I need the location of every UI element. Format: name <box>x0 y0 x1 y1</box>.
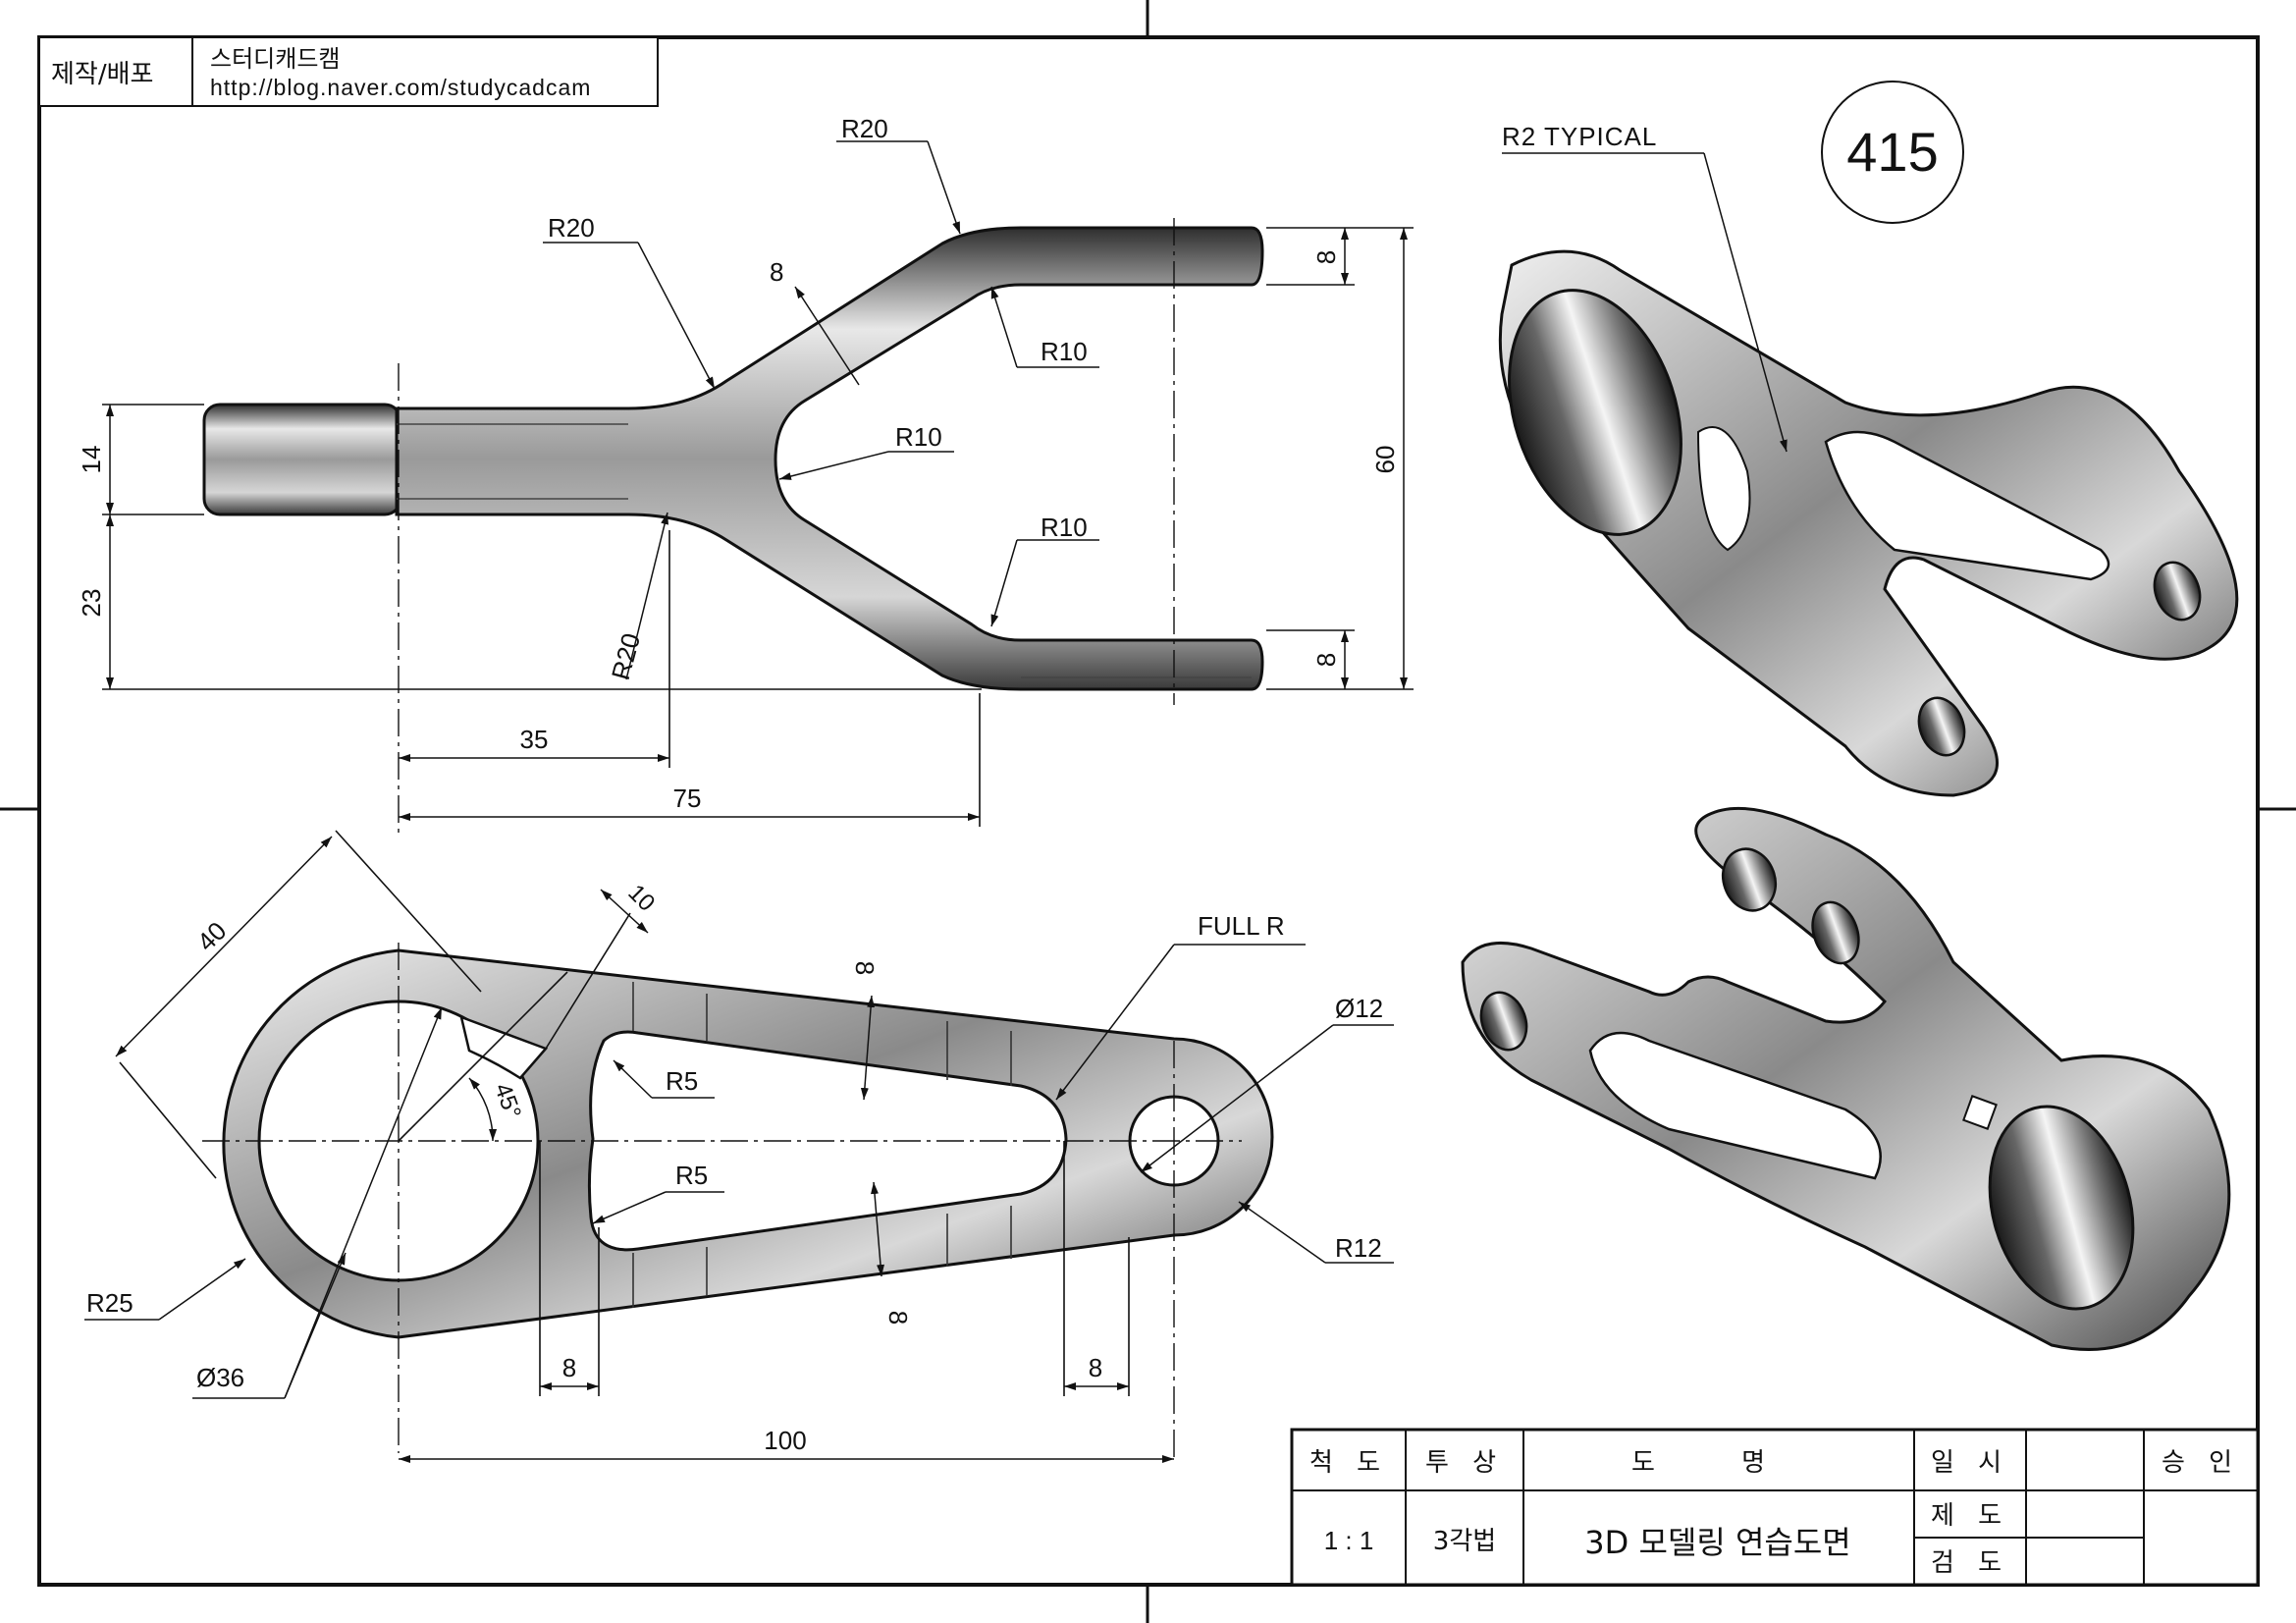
dim-8-web-top: 8 <box>850 961 880 975</box>
tb-drawing-name: 3D 모델링 연습도면 <box>1584 1524 1850 1561</box>
dim-r20-top: R20 <box>841 114 888 143</box>
tb-approval-header: 승 인 <box>2162 1448 2240 1478</box>
dim-r20-left: R20 <box>548 213 595 243</box>
top-view-arm <box>395 226 1264 691</box>
dim-10: 10 <box>622 880 660 917</box>
dim-r10-bottom: R10 <box>1041 513 1088 542</box>
header-url: http://blog.naver.com/studycadcam <box>210 75 591 100</box>
note-r2-typical: R2 TYPICAL <box>1502 122 1657 151</box>
dim-phi12: Ø12 <box>1335 994 1383 1023</box>
tb-scale-header: 척 도 <box>1309 1448 1388 1478</box>
dim-8-thickness: 8 <box>770 257 783 287</box>
dim-40: 40 <box>191 916 233 957</box>
dim-full-r: FULL R <box>1198 911 1285 941</box>
dim-75: 75 <box>673 784 702 813</box>
tb-date-header: 일 시 <box>1931 1448 2009 1478</box>
tb-projection-header: 투 상 <box>1425 1448 1504 1478</box>
top-view-inner-edge <box>397 240 1252 678</box>
title-block: 척 도 투 상 도 명 일 시 승 인 1 : 1 3각법 3D 모델링 연습도… <box>1290 1428 2260 1587</box>
dim-8-right-top: 8 <box>1311 250 1341 264</box>
front-view: 40 10 45° R5 R5 8 8 FULL R Ø12 R12 <box>84 830 1394 1463</box>
drawing-number: 415 <box>1846 121 1938 183</box>
dim-14: 14 <box>77 446 106 474</box>
dim-60: 60 <box>1370 446 1400 474</box>
dim-phi36: Ø36 <box>196 1363 244 1392</box>
tb-scale-value: 1 : 1 <box>1324 1526 1374 1555</box>
dim-23: 23 <box>77 589 106 618</box>
tb-checked-label: 검 도 <box>1931 1548 2009 1578</box>
tb-drawn-label: 제 도 <box>1931 1501 2009 1531</box>
top-view: R20 R20 8 R10 R10 R10 R20 14 23 <box>77 114 1414 835</box>
dim-8-pocket-right: 8 <box>1089 1353 1102 1382</box>
dim-r12: R12 <box>1335 1233 1382 1263</box>
dim-8-right-bottom: 8 <box>1311 653 1341 667</box>
tb-projection-value: 3각법 <box>1433 1527 1496 1556</box>
drawing-number-badge: 415 <box>1821 81 1964 224</box>
front-view-keyway <box>459 1015 549 1080</box>
dim-8-web-bottom: 8 <box>883 1311 913 1325</box>
dim-r5-top: R5 <box>666 1066 698 1096</box>
dim-r20-bottom: R20 <box>606 630 646 683</box>
iso-bottom-bore <box>1988 1105 2135 1311</box>
header-author: 스터디캐드캠 <box>210 45 340 73</box>
dim-r10-mid: R10 <box>895 422 942 452</box>
isometric-view-bottom <box>1461 806 2231 1351</box>
dim-35: 35 <box>520 725 549 754</box>
dim-8-pocket-left: 8 <box>562 1353 576 1382</box>
tb-name-header: 도 명 <box>1631 1448 1804 1478</box>
dim-r10-top: R10 <box>1041 337 1088 366</box>
iso-top-bore <box>1508 289 1682 536</box>
isometric-view-top: R2 TYPICAL <box>1498 122 2239 797</box>
top-view-hub <box>202 403 402 516</box>
dim-100: 100 <box>764 1426 806 1455</box>
header-label: 제작/배포 <box>51 60 153 89</box>
header-box: 제작/배포 스터디캐드캠 http://blog.naver.com/study… <box>38 36 659 107</box>
dim-r5-bottom: R5 <box>675 1161 708 1190</box>
dim-r25: R25 <box>86 1288 133 1318</box>
